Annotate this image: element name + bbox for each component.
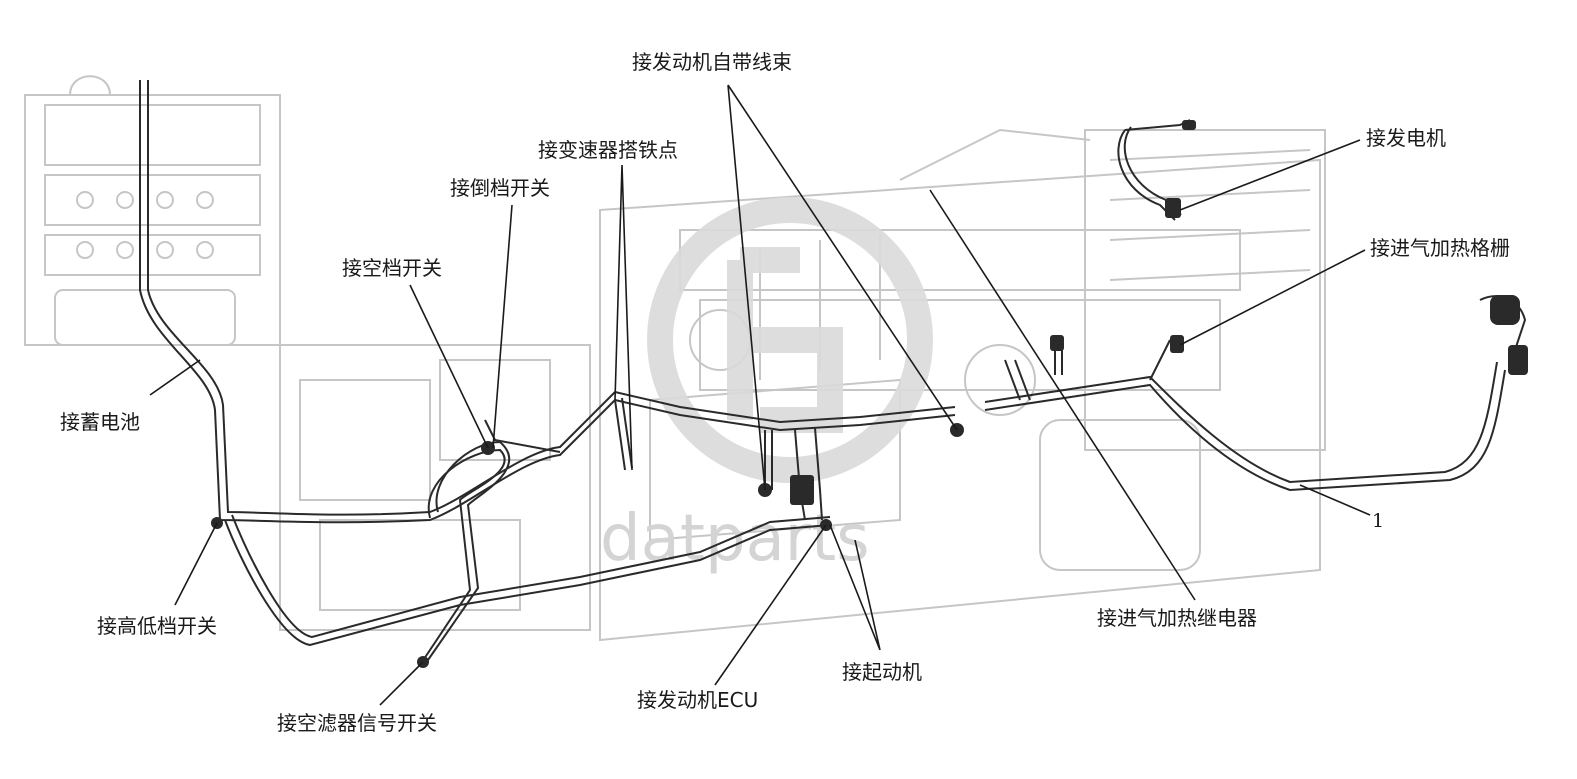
leader-range-switch <box>174 522 218 606</box>
leader-intake-relay <box>929 189 1196 601</box>
label-generator: 接发电机 <box>1366 126 1446 150</box>
leader-engine-harness <box>727 84 958 491</box>
leader-neutral-switch <box>409 284 489 449</box>
leader-engine-ecu <box>714 524 827 686</box>
leader-intake-grid <box>1179 249 1366 346</box>
leader-generator <box>1179 139 1361 211</box>
label-engine-harness: 接发动机自带线束 <box>632 50 792 74</box>
label-battery: 接蓄电池 <box>60 410 140 434</box>
label-reverse-switch: 接倒档开关 <box>450 176 550 200</box>
leader-starter <box>829 524 881 651</box>
leader-air-filter <box>379 661 424 706</box>
label-neutral-switch: 接空档开关 <box>342 256 442 280</box>
label-item-1: 1 <box>1372 510 1385 532</box>
leader-battery <box>149 359 201 396</box>
label-engine-ecu: 接发动机ECU <box>637 688 759 712</box>
label-intake-heater-relay: 接进气加热继电器 <box>1097 606 1257 630</box>
connector-blobs <box>211 120 1528 668</box>
leader-lines <box>149 84 1371 706</box>
leader-item-1 <box>1299 484 1371 516</box>
label-intake-heater-grid: 接进气加热格栅 <box>1370 236 1510 260</box>
leader-transmission-ground <box>614 164 633 471</box>
watermark-logo <box>647 197 933 483</box>
wiring-harness <box>139 80 1527 666</box>
label-starter: 接起动机 <box>842 660 922 684</box>
label-air-filter-switch: 接空滤器信号开关 <box>277 711 437 735</box>
leader-reverse-switch <box>492 204 513 449</box>
label-transmission-ground: 接变速器搭铁点 <box>538 138 678 162</box>
label-range-switch: 接高低档开关 <box>97 614 217 638</box>
